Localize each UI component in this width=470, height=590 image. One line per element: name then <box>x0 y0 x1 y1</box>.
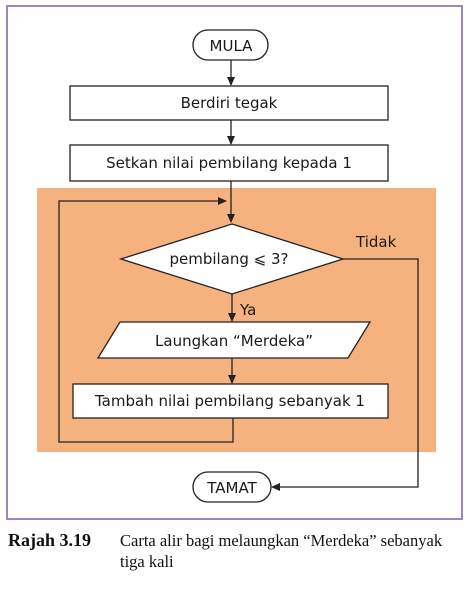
process-stand-up <box>69 85 389 121</box>
loop-back-connector <box>58 197 234 443</box>
output-shout-merdeka <box>96 321 372 359</box>
end-label: TAMAT <box>206 479 257 497</box>
yes-label: Ya <box>239 301 256 319</box>
process-increment-counter-label: Tambah nilai pembilang sebanyak 1 <box>94 392 365 410</box>
decision-counter-check-label: pembilang ⩽ 3? <box>169 250 288 268</box>
arrow-no-to-end <box>271 258 419 491</box>
process-increment-counter <box>72 383 389 419</box>
process-set-counter-label: Setkan nilai pembilang kepada 1 <box>106 154 352 172</box>
no-label: Tidak <box>355 233 397 251</box>
end-terminator <box>192 471 272 503</box>
figure-description: Carta alir bagi melaungkan “Merdeka” seb… <box>120 531 443 571</box>
process-stand-up-label: Berdiri tegak <box>181 94 278 112</box>
output-shout-merdeka-label: Laungkan “Merdeka” <box>155 332 313 350</box>
start-label: MULA <box>210 37 254 55</box>
figure-number: Rajah 3.19 <box>8 530 92 550</box>
process-set-counter <box>69 144 389 182</box>
